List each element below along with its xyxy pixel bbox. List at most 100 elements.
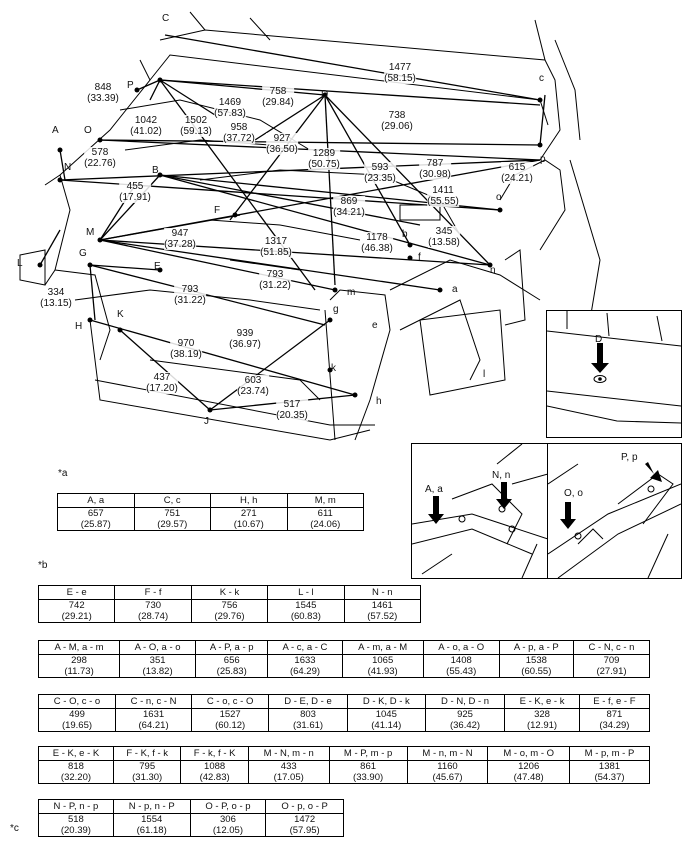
point-label-P: P [127, 80, 134, 91]
point-label-e: e [372, 320, 378, 331]
point-label-f: f [418, 252, 421, 263]
dimension-label: 345(13.58) [428, 226, 460, 248]
table-cell: 1408(55.43) [422, 654, 500, 678]
table-header-cell: M - N, m - n [247, 746, 330, 761]
table-cell: 656(25.83) [195, 654, 269, 678]
table-cell: 1633(64.29) [267, 654, 343, 678]
table-cell: 306(12.05) [189, 813, 267, 837]
table-header-cell: H, h [210, 493, 288, 508]
table-header-cell: D - E, D - e [268, 694, 348, 709]
table-cell: 1472(57.95) [265, 813, 344, 837]
dimension-label: 615(24.21) [501, 162, 533, 184]
inset-op-label-p: P, p [621, 452, 638, 463]
table-c-row-2: C - O, c - o C - n, c - N C - o, c - O D… [38, 694, 651, 732]
point-label-H: H [75, 321, 83, 332]
dimension-label: 593(23.35) [364, 162, 396, 184]
table-cell: 1631(64.21) [114, 708, 193, 732]
point-label-E: E [154, 261, 161, 272]
dimension-label: 848(33.39) [87, 82, 119, 104]
table-cell: 861(33.90) [328, 760, 408, 784]
dimension-label: 970(38.19) [170, 338, 202, 360]
table-cell: 1206(47.48) [487, 760, 570, 784]
dimension-label: 1477(58.15) [384, 62, 416, 84]
table-header-cell: O - P, o - p [189, 799, 267, 814]
table-b: E - e F - f K - k L - l N - n 742(29.21)… [37, 585, 422, 623]
table-cell: 518(20.39) [38, 813, 114, 837]
point-label-D: D [321, 89, 329, 100]
point-label-M: M [86, 227, 95, 238]
table-cell: 756(29.76) [190, 599, 269, 623]
table-header-cell: M - n, m - N [406, 746, 489, 761]
dimension-label: 958(37.72) [223, 122, 255, 144]
table-header-cell: A - o, a - O [422, 640, 500, 655]
table-header-cell: O - p, o - P [265, 799, 344, 814]
table-cell: 657(25.87) [57, 507, 135, 531]
dimension-label: 1042(41.02) [130, 115, 162, 137]
table-header-cell: E - e [37, 585, 116, 600]
dimension-label: 578(22.76) [84, 147, 116, 169]
inset-op-drawing [548, 462, 681, 578]
table-cell: 803(31.61) [268, 708, 348, 732]
table-header-cell: A, a [57, 493, 135, 508]
table-cell: 795(31.30) [112, 760, 182, 784]
table-cell: 818(32.20) [38, 760, 114, 784]
table-header-cell: C, c [133, 493, 211, 508]
table-header-cell: C - N, c - n [572, 640, 651, 655]
point-label-c: c [539, 73, 544, 84]
note-a: *a [58, 468, 68, 479]
inset-an-label-a: A, a [425, 484, 443, 495]
dimension-label: 793(31.22) [259, 269, 291, 291]
point-label-l: l [483, 369, 486, 380]
point-label-a: a [452, 284, 458, 295]
point-label-F: F [214, 205, 221, 216]
dimension-label: 1317(51.85) [260, 236, 292, 258]
point-label-b: b [402, 229, 408, 240]
table-cell: 1045(41.14) [346, 708, 426, 732]
dimension-label: 1411(55.55) [427, 185, 459, 207]
table-header-cell: E - K, e - K [38, 746, 114, 761]
inset-an-label-n: N, n [492, 470, 511, 481]
table-cell: 611(24.06) [286, 507, 364, 531]
point-label-G: G [79, 248, 87, 259]
table-header-cell: F - K, f - k [112, 746, 182, 761]
inset-op-label-o: O, o [564, 488, 583, 499]
point-label-o: o [496, 192, 502, 203]
dimension-label: 939(36.97) [229, 328, 261, 350]
table-header-cell: A - O, a - o [119, 640, 197, 655]
table-header-cell: C - n, c - N [114, 694, 193, 709]
inset-point-d: D [546, 310, 682, 438]
inset-points-o-p: P, p O, o [547, 443, 682, 579]
inset-points-a-n: N, n A, a [411, 443, 549, 579]
table-cell: 871(34.29) [578, 708, 651, 732]
table-header-cell: A - m, a - M [341, 640, 424, 655]
table-c-row-4: N - P, n - p N - p, n - P O - P, o - p O… [38, 799, 344, 837]
table-cell: 1538(60.55) [498, 654, 574, 678]
point-label-p: p [540, 154, 546, 165]
point-label-n: n [490, 265, 496, 276]
dimension-label: 1289(50.75) [308, 148, 340, 170]
dimension-label: 603(23.74) [237, 375, 269, 397]
table-header-cell: E - K, e - k [504, 694, 580, 709]
table-cell: 1554(61.18) [112, 813, 191, 837]
point-label-K: K [117, 309, 124, 320]
table-cell: 433(17.05) [247, 760, 330, 784]
table-header-cell: M, m [286, 493, 364, 508]
point-label-B: B [152, 165, 159, 176]
point-label-m: m [347, 287, 356, 298]
dimension-label: 1178(46.38) [361, 232, 393, 254]
table-header-cell: N - n [343, 585, 422, 600]
table-header-cell: A - M, a - m [37, 640, 121, 655]
table-header-cell: D - N, D - n [424, 694, 506, 709]
table-cell: 1545(60.83) [267, 599, 345, 623]
dimension-label: 947(37.28) [164, 228, 196, 250]
table-header-cell: C - O, c - o [38, 694, 116, 709]
table-cell: 730(28.74) [114, 599, 192, 623]
note-b: *b [38, 560, 48, 571]
dimension-label: 334(13.15) [40, 287, 72, 309]
table-cell: 1381(54.37) [568, 760, 651, 784]
dimension-label: 869(34.21) [333, 196, 365, 218]
table-header-cell: K - k [190, 585, 269, 600]
table-header-cell: A - P, a - p [195, 640, 269, 655]
dimension-label: 437(17.20) [146, 372, 178, 394]
point-label-O: O [84, 125, 92, 136]
